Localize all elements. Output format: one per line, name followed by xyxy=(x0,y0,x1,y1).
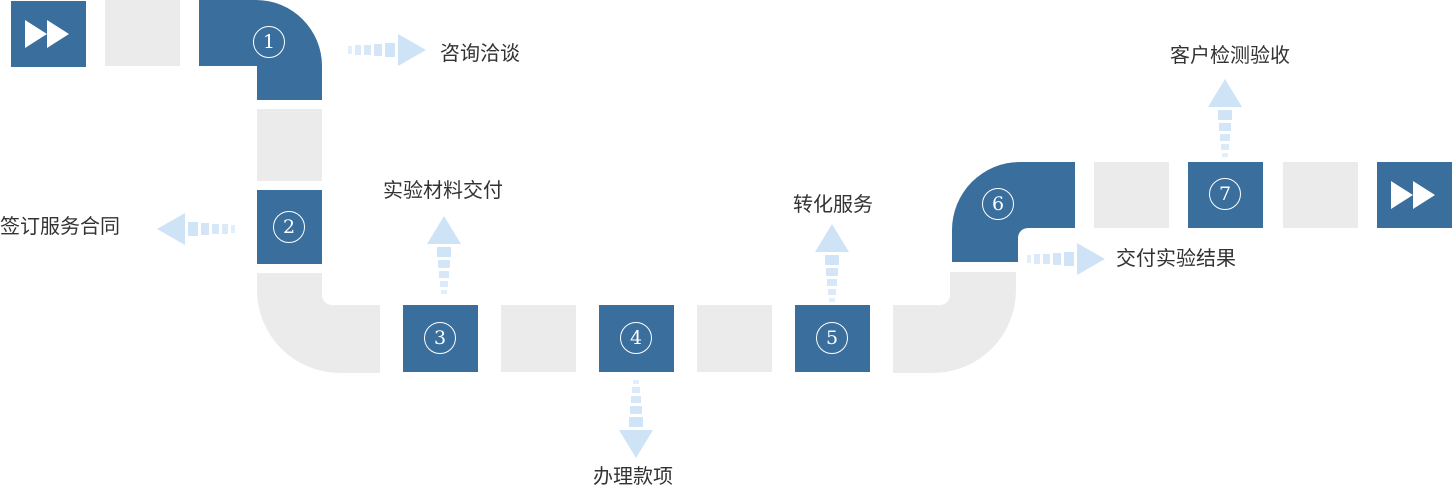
fast-forward-icon xyxy=(25,20,69,48)
step-7-number: 7 xyxy=(1209,178,1241,210)
step-1-number: 1 xyxy=(253,26,285,58)
step-3-number: 3 xyxy=(424,322,456,354)
dashed-arrow-icon xyxy=(348,34,426,66)
step-3-label: 实验材料交付 xyxy=(383,178,503,202)
step-4-number: 4 xyxy=(620,322,652,354)
step-4-block: 4 xyxy=(599,305,674,372)
fast-forward-icon xyxy=(1391,181,1435,209)
step-5-label: 转化服务 xyxy=(793,192,873,216)
track-segment xyxy=(1094,162,1169,228)
dashed-arrow-icon xyxy=(1027,243,1105,275)
step-1-label: 咨询洽谈 xyxy=(440,41,520,65)
track-corner-6 xyxy=(952,162,1075,262)
track-corner-2 xyxy=(257,273,380,373)
track-segment xyxy=(697,305,772,372)
dashed-arrow-icon xyxy=(157,213,235,245)
step-7-label: 客户检测验收 xyxy=(1170,43,1290,67)
track-segment xyxy=(1283,162,1358,228)
step-6-number: 6 xyxy=(982,188,1014,220)
dashed-arrow-icon xyxy=(619,380,653,458)
track-corner-3 xyxy=(893,272,1016,373)
step-5-number: 5 xyxy=(816,322,848,354)
step-2-number: 2 xyxy=(273,211,305,243)
track-segment xyxy=(105,0,180,66)
end-block xyxy=(1377,162,1452,228)
step-3-block: 3 xyxy=(403,305,478,372)
step-7-block: 7 xyxy=(1188,162,1263,228)
step-5-block: 5 xyxy=(795,305,870,372)
start-block xyxy=(11,1,86,67)
track-segment xyxy=(501,305,576,372)
dashed-arrow-icon xyxy=(815,224,849,302)
step-2-label: 签订服务合同 xyxy=(0,214,120,238)
dashed-arrow-icon xyxy=(1208,79,1242,157)
track-segment xyxy=(257,109,322,181)
step-6-label: 交付实验结果 xyxy=(1116,246,1236,270)
dashed-arrow-icon xyxy=(427,216,461,294)
step-4-label: 办理款项 xyxy=(593,464,673,488)
step-2-block: 2 xyxy=(257,190,322,264)
